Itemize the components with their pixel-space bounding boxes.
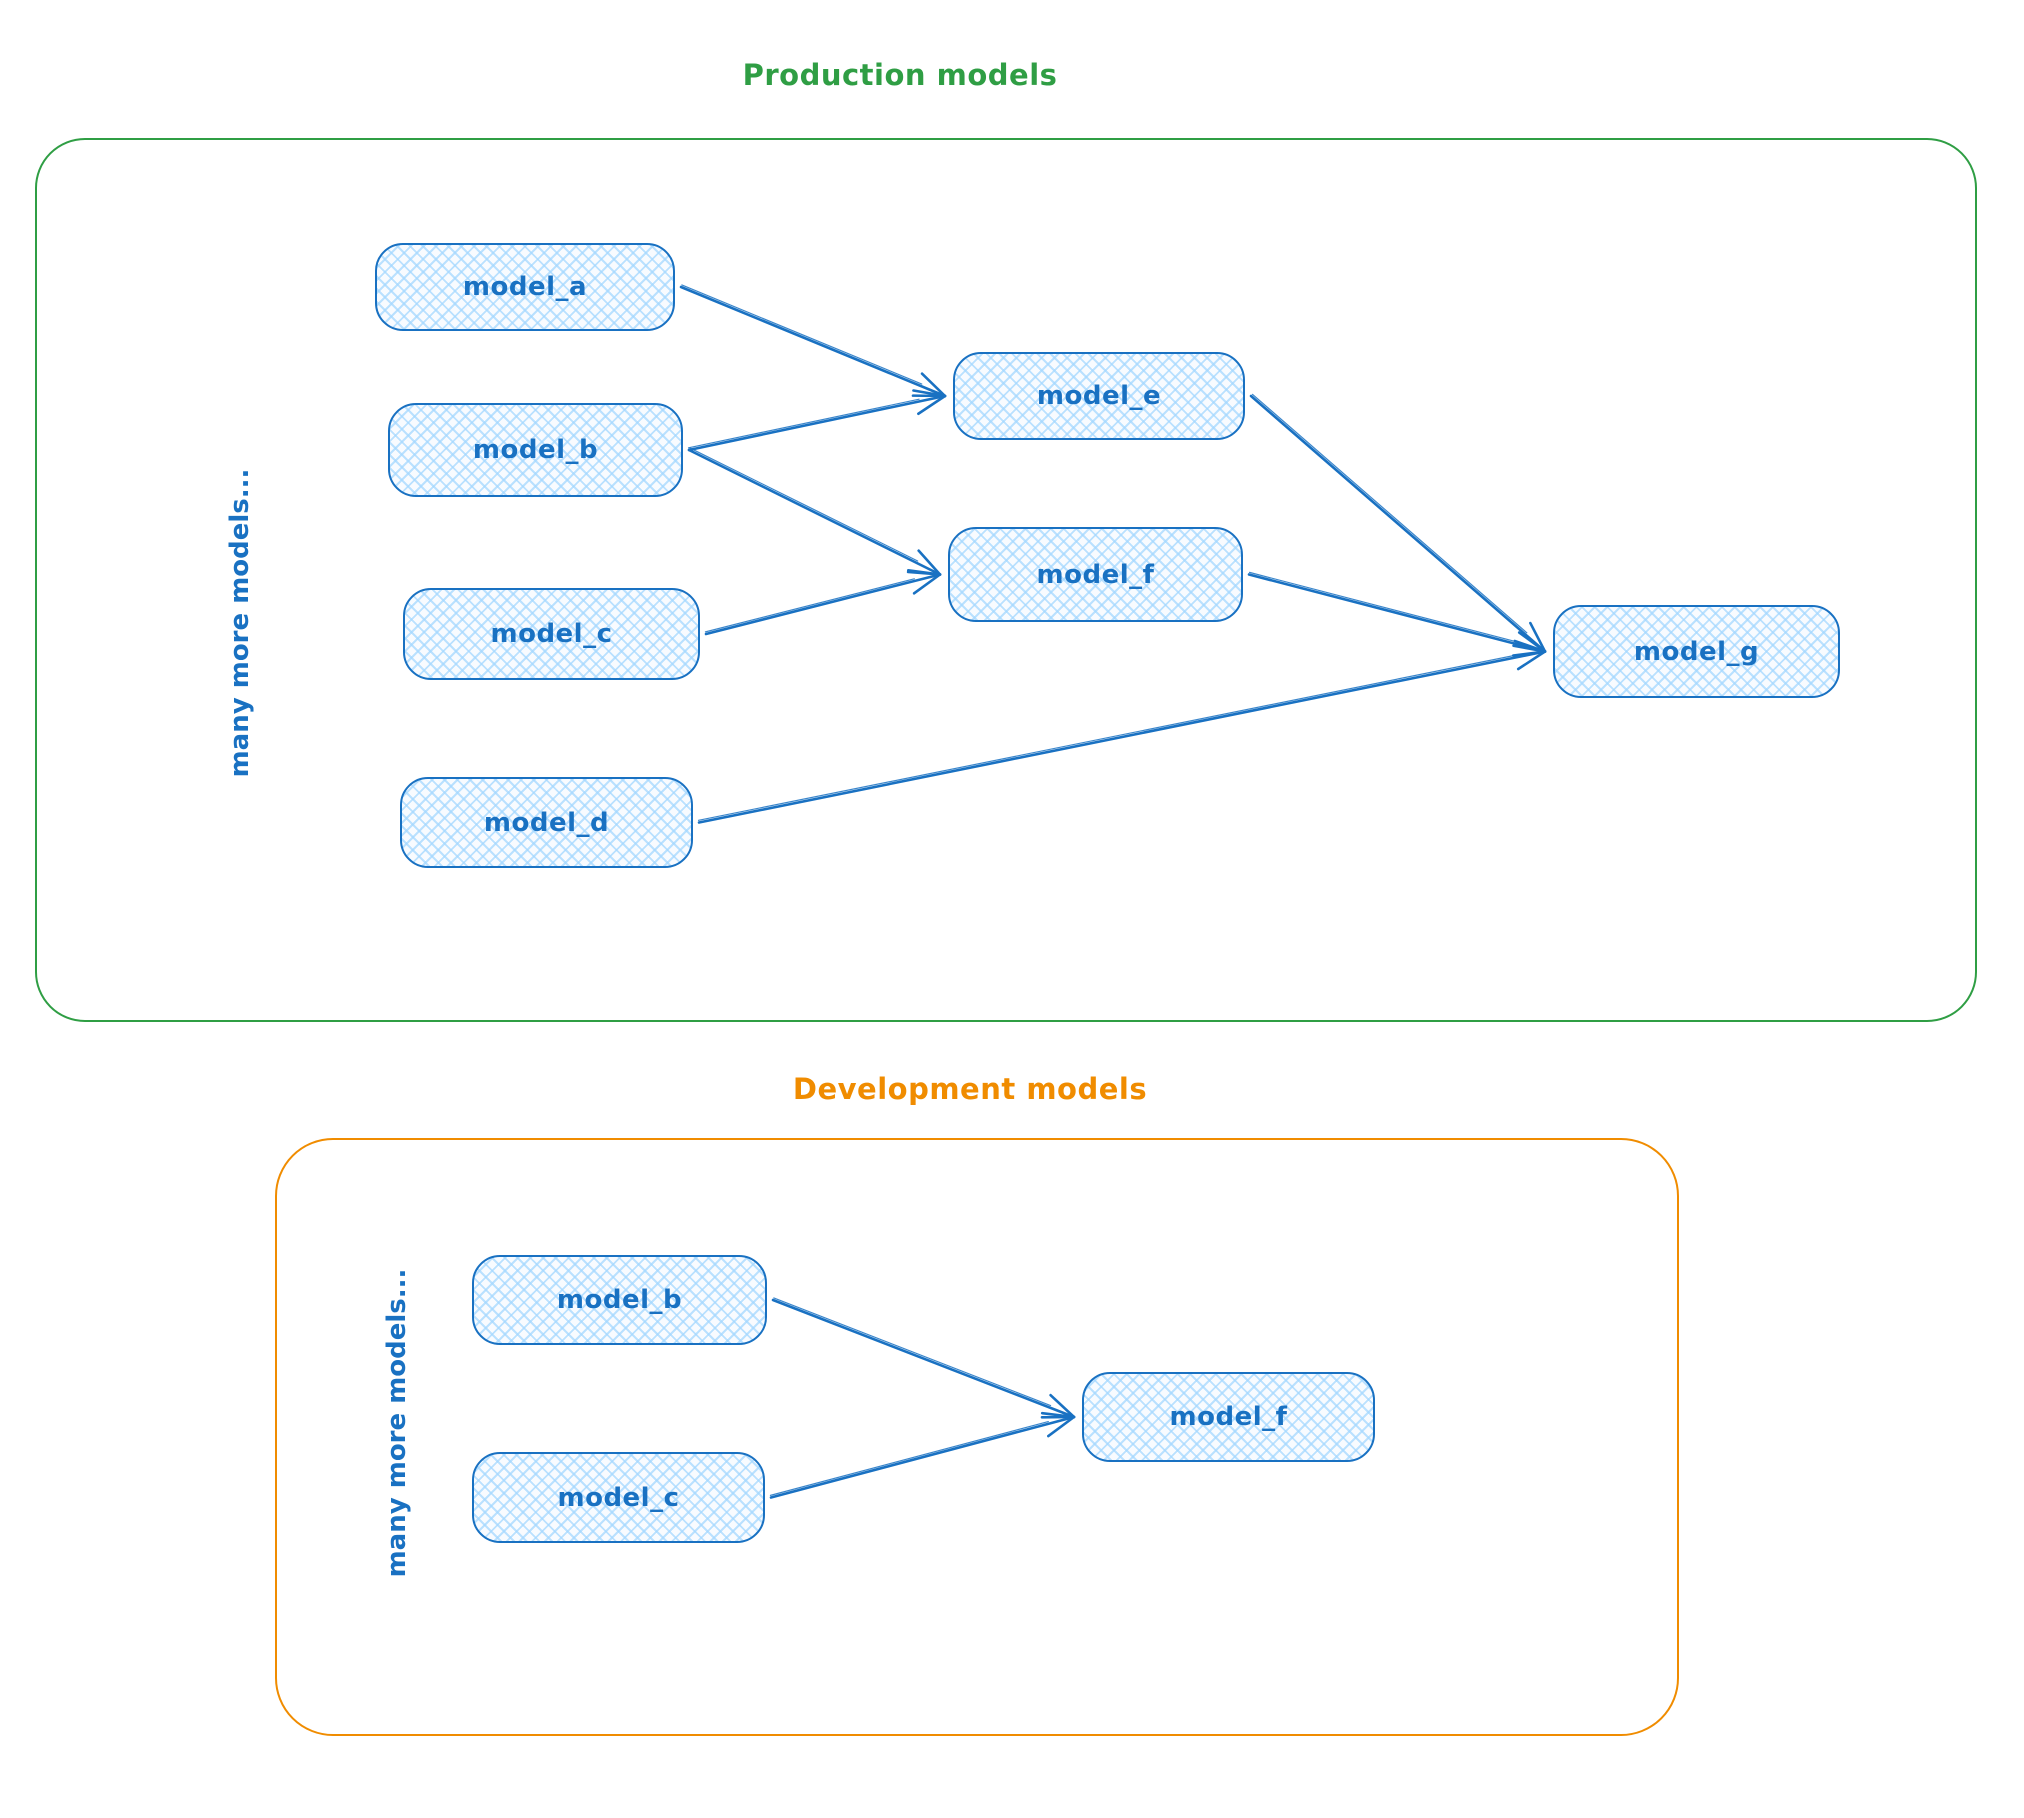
- arrow-prod-a-e[interactable]: [679, 285, 947, 398]
- node-label: model_b: [556, 1285, 683, 1315]
- arrow-prod-c-f-head[interactable]: [906, 569, 942, 576]
- development-node-model-b[interactable]: model_b: [472, 1255, 767, 1345]
- arrow-dev-c-f-sketch[interactable]: [769, 1420, 1049, 1496]
- development-side-note: many more models...: [382, 1268, 412, 1578]
- arrow-dev-c-f[interactable]: [769, 1415, 1076, 1499]
- arrow-prod-b-e[interactable]: [687, 394, 947, 452]
- arrow-prod-e-g-sketch[interactable]: [1251, 393, 1528, 634]
- arrow-prod-c-f-head[interactable]: [912, 573, 942, 595]
- development-frame[interactable]: [275, 1138, 1679, 1736]
- production-frame[interactable]: [35, 138, 1977, 1022]
- arrow-dev-b-f[interactable]: [771, 1298, 1076, 1419]
- arrow-prod-f-g-head[interactable]: [1517, 631, 1547, 653]
- arrow-prod-d-g-head[interactable]: [1512, 644, 1547, 653]
- development-node-model-f[interactable]: model_f: [1082, 1372, 1375, 1462]
- arrow-prod-b-f[interactable]: [687, 448, 942, 576]
- arrow-prod-a-e-head[interactable]: [920, 372, 947, 398]
- production-node-model-a[interactable]: model_a: [375, 243, 675, 331]
- arrow-prod-e-g[interactable]: [1249, 394, 1547, 653]
- production-node-model-f[interactable]: model_f: [948, 527, 1243, 622]
- node-label: model_a: [462, 272, 588, 302]
- arrow-dev-b-f-sketch[interactable]: [773, 1297, 1052, 1407]
- arrow-prod-b-e-head[interactable]: [912, 389, 947, 398]
- node-label: model_c: [490, 619, 613, 649]
- arrow-prod-b-e-head[interactable]: [917, 394, 947, 416]
- arrow-prod-f-g[interactable]: [1247, 573, 1547, 653]
- arrow-prod-f-g-sketch[interactable]: [1248, 571, 1521, 644]
- arrow-prod-b-e-sketch[interactable]: [687, 398, 920, 449]
- node-label: model_f: [1169, 1402, 1288, 1432]
- node-label: model_e: [1036, 381, 1162, 411]
- production-node-model-e[interactable]: model_e: [953, 352, 1245, 440]
- arrow-dev-c-f-head[interactable]: [1040, 1411, 1076, 1419]
- arrow-dev-b-f-head[interactable]: [1049, 1393, 1076, 1419]
- arrow-prod-d-g-sketch[interactable]: [697, 653, 1520, 821]
- arrow-prod-c-f-sketch[interactable]: [704, 578, 915, 633]
- arrow-prod-a-e-sketch[interactable]: [681, 284, 923, 385]
- arrow-prod-d-g[interactable]: [697, 650, 1547, 824]
- arrow-prod-c-f[interactable]: [704, 573, 942, 636]
- production-side-note: many more models...: [225, 468, 255, 778]
- development-title: Development models: [792, 1072, 1148, 1106]
- arrow-prod-d-g-head[interactable]: [1516, 650, 1547, 671]
- development-node-model-c[interactable]: model_c: [472, 1452, 765, 1543]
- node-label: model_g: [1633, 636, 1760, 667]
- arrow-dev-c-f-head[interactable]: [1047, 1415, 1076, 1438]
- node-label: model_f: [1036, 559, 1155, 590]
- production-node-model-d[interactable]: model_d: [400, 777, 693, 868]
- production-node-model-b[interactable]: model_b: [388, 403, 683, 497]
- node-label: model_c: [557, 1482, 680, 1513]
- production-title: Production models: [742, 58, 1058, 92]
- production-node-model-c[interactable]: model_c: [403, 588, 700, 680]
- node-label: model_b: [472, 435, 599, 465]
- production-node-model-g[interactable]: model_g: [1553, 605, 1840, 698]
- arrow-prod-b-f-head[interactable]: [917, 549, 942, 576]
- arrow-prod-b-f-sketch[interactable]: [689, 447, 919, 562]
- node-label: model_d: [483, 807, 610, 838]
- arrow-prod-e-g-head[interactable]: [1529, 621, 1547, 653]
